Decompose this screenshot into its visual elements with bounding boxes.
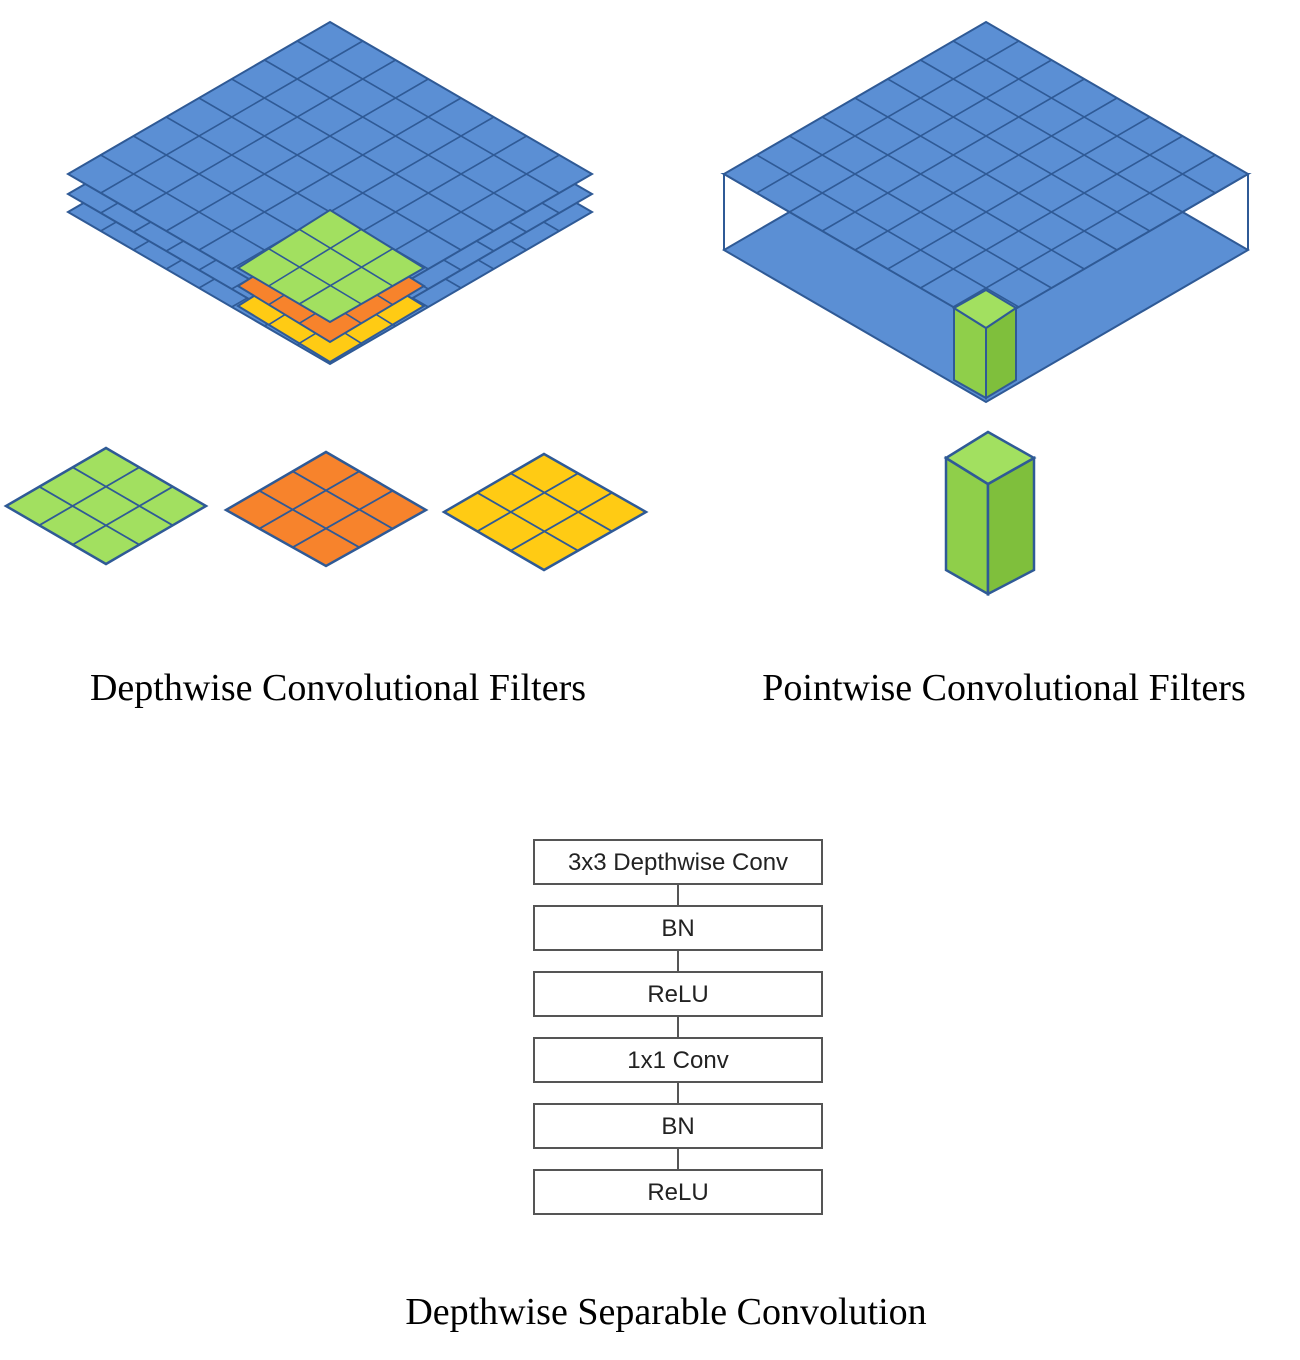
layer-box-pointwise-conv: 1x1 Conv (533, 1037, 823, 1083)
green-depthwise-kernel (3, 446, 209, 566)
yellow-depthwise-kernel (441, 452, 649, 572)
separable-caption: Depthwise Separable Convolution (405, 1291, 926, 1333)
layer-block-diagram: 3x3 Depthwise Conv BN ReLU 1x1 Conv BN R… (533, 839, 823, 1215)
pointwise-caption: Pointwise Convolutional Filters (762, 667, 1245, 709)
pointwise-kernel (943, 430, 1037, 597)
depthwise-input-stack (66, 20, 594, 366)
layer-label: 3x3 Depthwise Conv (568, 849, 788, 876)
pointwise-input-volume (720, 20, 1252, 404)
layer-label: 1x1 Conv (627, 1047, 728, 1074)
layer-box-bn-1: BN (533, 905, 823, 951)
layer-box-depthwise-conv: 3x3 Depthwise Conv (533, 839, 823, 885)
layer-label: ReLU (647, 1179, 708, 1206)
depthwise-caption: Depthwise Convolutional Filters (90, 667, 586, 709)
green-kernel-in-stack (236, 208, 426, 324)
pointwise-top-grid (722, 20, 1250, 328)
layer-label: ReLU (647, 981, 708, 1008)
layer-box-relu-2: ReLU (533, 1169, 823, 1215)
layer-box-relu-1: ReLU (533, 971, 823, 1017)
pointwise-kernel-in-volume (952, 288, 1018, 400)
layer-label: BN (661, 1113, 694, 1140)
orange-depthwise-kernel (223, 450, 429, 568)
layer-box-bn-2: BN (533, 1103, 823, 1149)
layer-label: BN (661, 915, 694, 942)
